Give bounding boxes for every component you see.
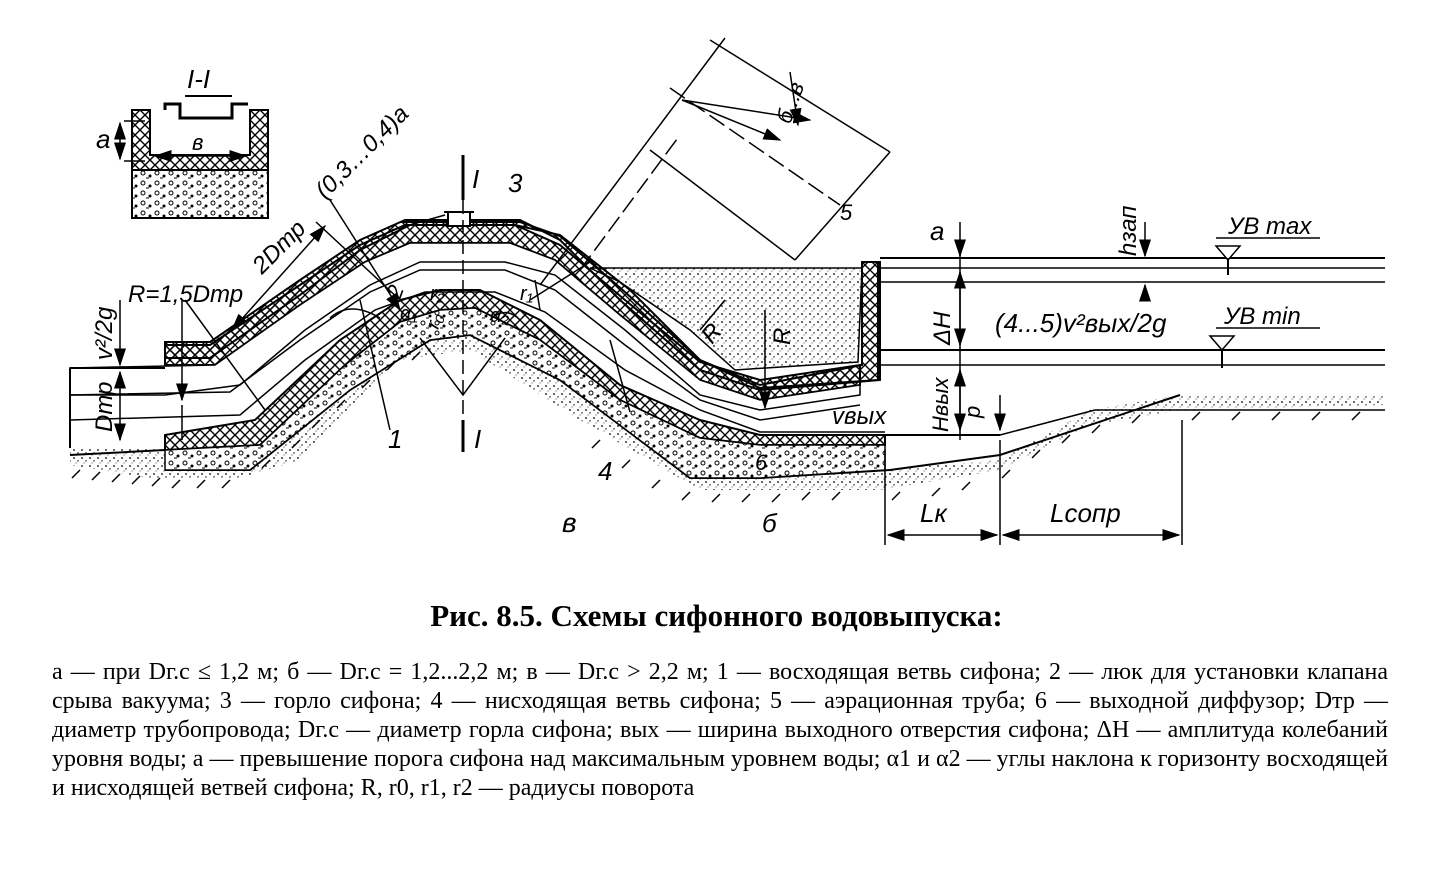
outlet-diffuser <box>589 262 863 371</box>
label-3: 3 <box>508 168 523 198</box>
label-2: 2 <box>381 282 409 303</box>
view-label-6: б <box>762 508 778 538</box>
label-r0: r₀ <box>422 310 448 332</box>
angle-alpha2: α₂ <box>490 305 509 327</box>
section-mark: I-I <box>187 64 210 94</box>
pipe-diameter: Dтр <box>91 382 118 432</box>
l-k: Lк <box>920 498 948 528</box>
label-r1: r₁ <box>520 283 533 305</box>
aeration-dimension <box>539 37 891 286</box>
ratio-dimension: (0,3…0,4)a <box>310 100 414 204</box>
caption-text: а — при Dг.с ≤ 1,2 м; б — Dг.с = 1,2...2… <box>52 659 1388 801</box>
label-4: 4 <box>598 456 612 486</box>
siphon-pipe <box>69 211 886 479</box>
length-2dtr: 2Dтр <box>246 215 311 280</box>
v-exit: vвых <box>832 403 887 430</box>
view-label-b: в <box>562 507 577 538</box>
cross-section-inset: I-I a в <box>96 64 269 219</box>
section-label-bottom: I <box>474 424 481 454</box>
label-5: 5 <box>840 200 853 225</box>
label-6: 6 <box>755 450 768 475</box>
delta-h: ΔH <box>929 311 956 346</box>
velocity-head: v²/2g <box>91 306 118 360</box>
figure-caption-body: а — при Dг.с ≤ 1,2 м; б — Dг.с = 1,2...2… <box>52 658 1388 803</box>
h-zap: hзап <box>1115 205 1142 256</box>
radius-r-vertical: R <box>769 328 796 345</box>
section-label-top: I <box>472 164 479 194</box>
siphon-outlet-diagram: I-I a в <box>69 37 1385 545</box>
level-max: УВ max <box>1227 213 1312 240</box>
dim-b-left: в <box>192 130 203 155</box>
exit-head: (4...5)v²вых/2g <box>995 308 1167 338</box>
figure-caption-title: Рис. 8.5. Схемы сифонного водовыпуска: <box>430 598 1003 633</box>
l-sopr: Lсопр <box>1050 498 1121 528</box>
h-exit: Hвых <box>928 376 953 432</box>
right-dimensions <box>884 222 1183 545</box>
label-1: 1 <box>388 424 402 454</box>
dim-a-left: a <box>96 124 110 154</box>
dim-a-right: a <box>930 216 944 246</box>
label-r2: r₂ <box>430 283 445 305</box>
level-min: УВ min <box>1223 303 1301 330</box>
left-dimensions <box>114 155 771 452</box>
p-label: p <box>960 406 985 419</box>
angle-alpha1: α₁ <box>400 303 418 325</box>
diagram-labels: I I 3 1 4 α₁ α₂ r₀ (0,3…0,4)a 2Dтр R=1,5… <box>91 79 1312 538</box>
radius-left: R=1,5Dтр <box>128 281 243 308</box>
